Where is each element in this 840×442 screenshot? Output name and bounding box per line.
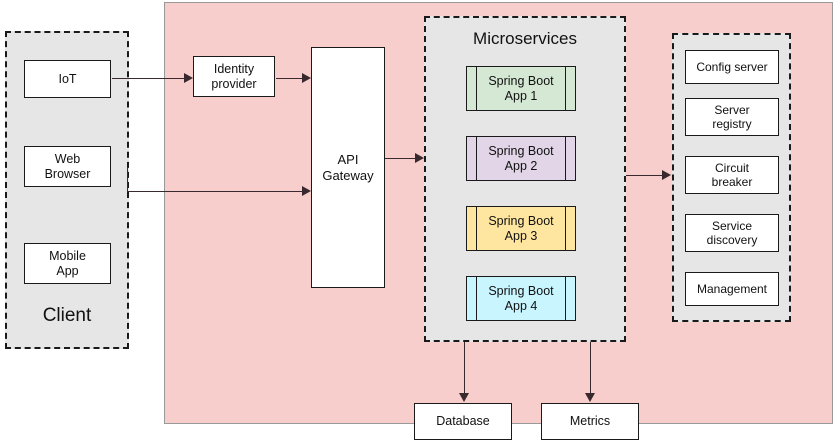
infrastructure-item-server-registry[interactable]: Server registry: [685, 98, 779, 136]
infrastructure-item-config-server-label: Config server: [696, 59, 768, 74]
infrastructure-item-circuit-breaker[interactable]: Circuit breaker: [685, 156, 779, 194]
infrastructure-item-service-discovery[interactable]: Service discovery: [685, 214, 779, 252]
infrastructure-item-management-label: Management: [696, 281, 768, 296]
microservices-group-label: Microservices: [473, 29, 577, 48]
api-gateway-label-line1: API: [337, 152, 359, 168]
infrastructure-item-circuit-breaker-label-line1: Circuit: [714, 160, 749, 175]
connector-gateway-to-microservices-arrowhead: [415, 153, 424, 163]
connector-browser-to-gateway-arrowhead: [302, 186, 311, 196]
database-node-label: Database: [436, 414, 490, 429]
metrics-node[interactable]: Metrics: [541, 403, 639, 440]
infrastructure-item-config-server[interactable]: Config server: [685, 50, 779, 84]
microservice-app-1-label-line2: App 1: [504, 88, 538, 103]
client-item-mobile-app-label-line2: App: [56, 263, 79, 278]
infrastructure-item-circuit-breaker-label-line2: breaker: [711, 175, 753, 189]
connector-iot-to-identity-arrowhead: [184, 73, 193, 83]
connector-identity-to-gateway-arrowhead: [302, 73, 311, 83]
app-3-left-bar: [476, 207, 477, 250]
identity-provider-label-line1: Identity: [213, 61, 255, 76]
connector-microservices-to-infrastructure-arrowhead: [662, 170, 671, 180]
app-1-right-bar: [565, 67, 566, 110]
connector-microservices-to-metrics-arrowhead: [585, 393, 595, 402]
connector-microservices-to-metrics: [590, 342, 591, 394]
connector-microservices-to-infrastructure: [626, 175, 663, 176]
infrastructure-item-service-discovery-label-line1: Service: [711, 218, 752, 233]
identity-provider-node[interactable]: Identity provider: [193, 56, 275, 97]
microservice-app-4-label-line2: App 4: [504, 298, 538, 313]
client-item-mobile-app-label-line1: Mobile: [49, 248, 86, 263]
connector-microservices-to-database-arrowhead: [459, 393, 469, 402]
client-item-web-browser-label-line1: Web: [54, 151, 81, 166]
microservice-app-2[interactable]: Spring Boot App 2: [466, 136, 576, 181]
database-node[interactable]: Database: [414, 403, 512, 440]
app-2-right-bar: [565, 137, 566, 180]
infrastructure-item-service-discovery-label-line2: discovery: [706, 233, 758, 247]
connector-iot-to-identity: [112, 78, 184, 79]
api-gateway-node[interactable]: API Gateway: [311, 47, 385, 288]
identity-provider-label-line2: provider: [211, 76, 257, 91]
app-2-left-bar: [476, 137, 477, 180]
app-3-right-bar: [565, 207, 566, 250]
metrics-node-label: Metrics: [569, 414, 611, 429]
infrastructure-item-server-registry-label-line1: Server: [714, 102, 750, 117]
infrastructure-item-server-registry-label-line2: registry: [712, 117, 752, 131]
microservice-app-1[interactable]: Spring Boot App 1: [466, 66, 576, 111]
microservice-app-2-label-line2: App 2: [504, 158, 538, 173]
microservice-app-3-label-line1: Spring Boot: [488, 213, 554, 228]
app-4-left-bar: [476, 277, 477, 320]
connector-browser-to-gateway: [127, 191, 302, 192]
api-gateway-label-line2: Gateway: [322, 167, 374, 183]
microservice-app-4[interactable]: Spring Boot App 4: [466, 276, 576, 321]
app-1-left-bar: [476, 67, 477, 110]
microservice-app-2-label-line1: Spring Boot: [488, 143, 554, 158]
client-item-web-browser-label-line2: Browser: [44, 166, 91, 181]
client-item-web-browser[interactable]: Web Browser: [24, 146, 111, 187]
microservice-app-3-label-line2: App 3: [504, 228, 538, 243]
infrastructure-item-management[interactable]: Management: [685, 272, 779, 306]
microservice-app-1-label-line1: Spring Boot: [488, 73, 554, 88]
connector-gateway-to-microservices: [385, 158, 416, 159]
client-group-label: Client: [42, 305, 92, 326]
connector-browser-riser: [127, 167, 128, 192]
connector-microservices-to-database: [464, 342, 465, 394]
microservice-app-3[interactable]: Spring Boot App 3: [466, 206, 576, 251]
client-item-iot[interactable]: IoT: [24, 60, 111, 98]
app-4-right-bar: [565, 277, 566, 320]
microservice-app-4-label-line1: Spring Boot: [488, 283, 554, 298]
connector-identity-to-gateway: [276, 78, 302, 79]
client-item-iot-label: IoT: [58, 71, 77, 86]
client-item-mobile-app[interactable]: Mobile App: [24, 243, 111, 284]
